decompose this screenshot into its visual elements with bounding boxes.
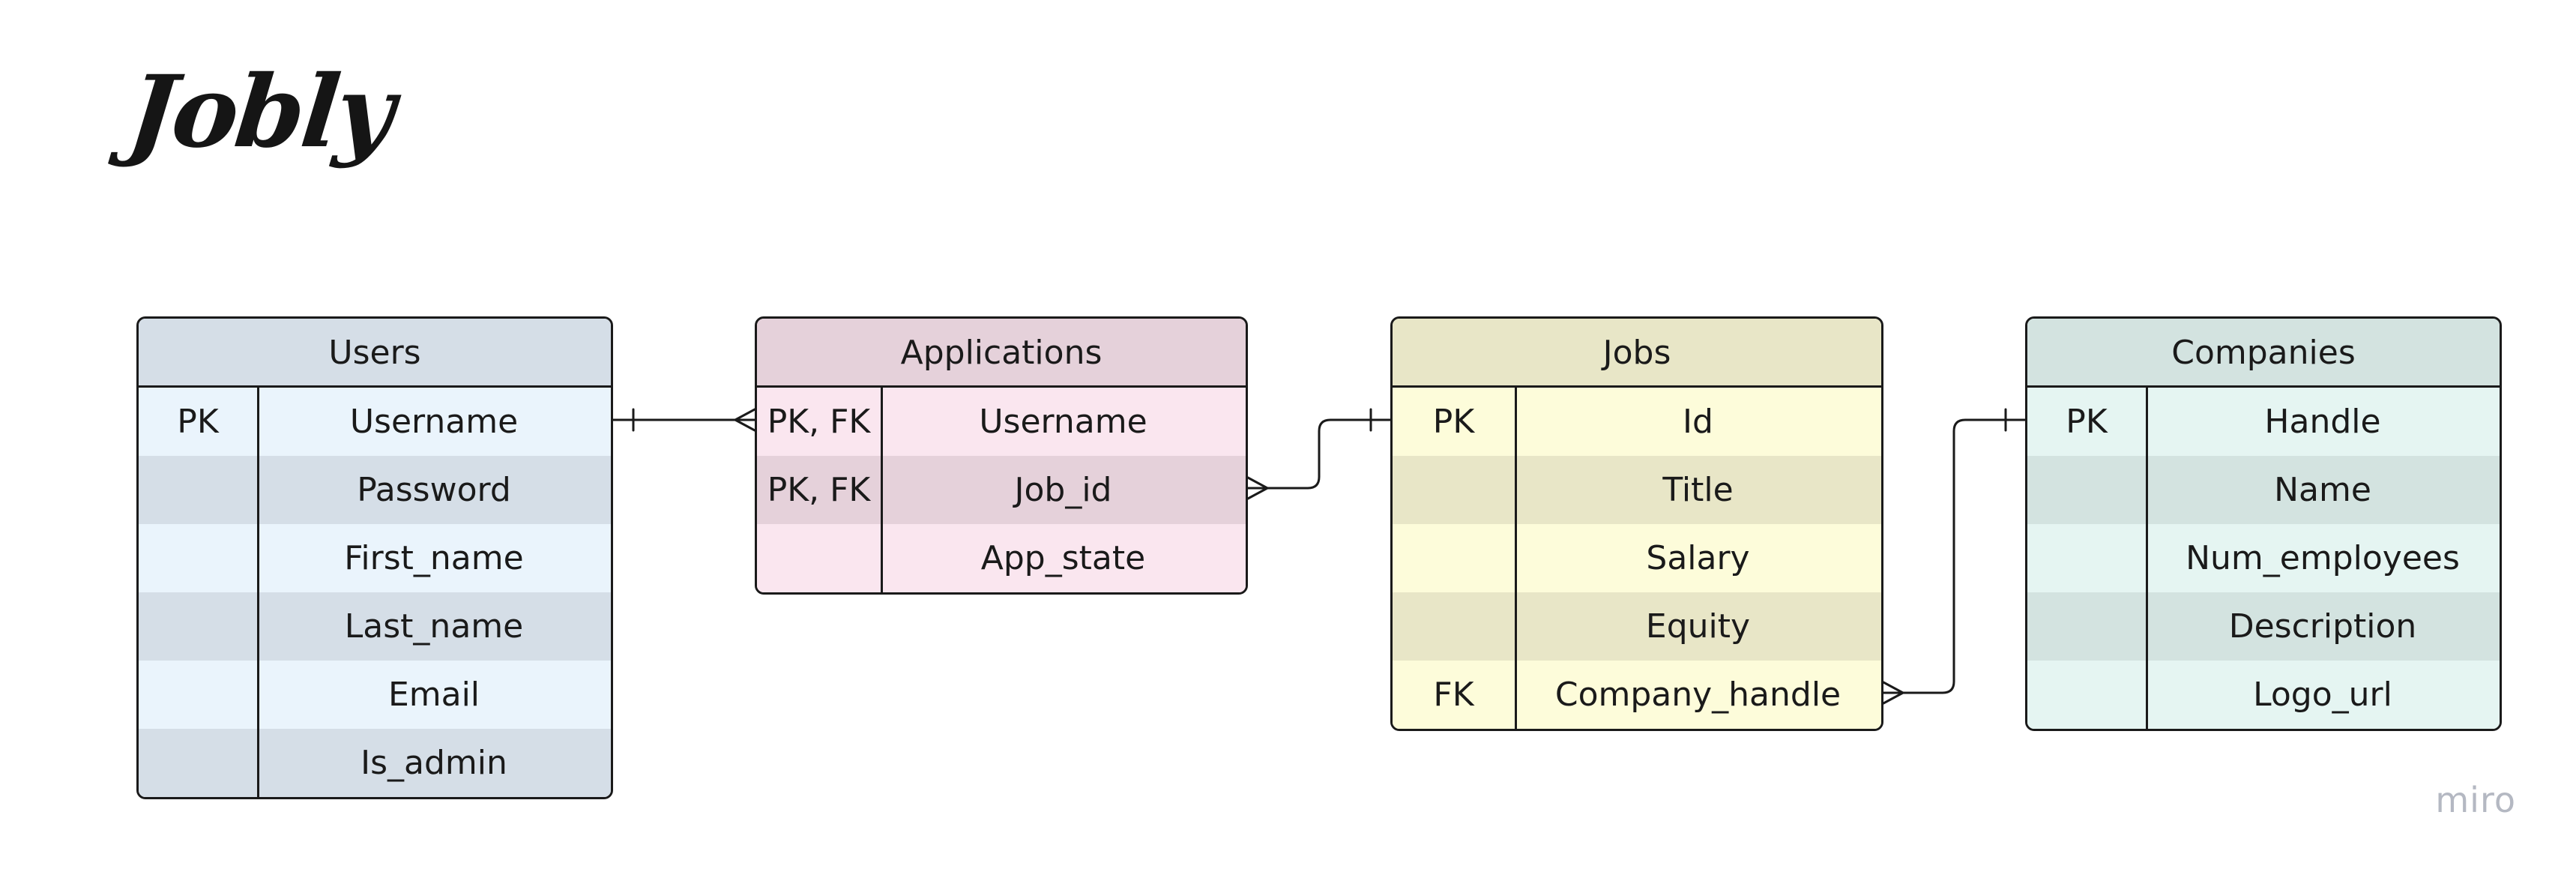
users-row-email[interactable]: Email	[139, 661, 611, 729]
applications-row-app-state[interactable]: App_state	[757, 524, 1246, 592]
key-cell: PK, FK	[767, 471, 871, 509]
connector-line	[1882, 418, 2027, 694]
companies-row-name[interactable]: Name	[2027, 456, 2500, 524]
companies-row-handle[interactable]: PK Handle	[2027, 388, 2500, 456]
applications-table-header: Applications	[757, 319, 1246, 388]
field-name: App_state	[980, 539, 1146, 577]
key-cell: PK	[1432, 403, 1475, 441]
crowfoot-marker	[734, 408, 756, 432]
crowfoot-marker	[1246, 476, 1269, 500]
companies-jobs-connector[interactable]	[1882, 408, 2027, 705]
key-cell: PK	[2066, 403, 2108, 441]
field-name: Job_id	[1014, 471, 1112, 509]
users-row-first-name[interactable]: First_name	[139, 524, 611, 592]
jobs-table-rows: PK Id Title Salary Equity FK Company_han…	[1393, 388, 1881, 729]
field-name: Logo_url	[2253, 676, 2392, 714]
jobs-applications-connector[interactable]	[1246, 408, 1392, 500]
users-row-is-admin[interactable]: Is_admin	[139, 729, 611, 797]
field-name: Last_name	[344, 607, 524, 646]
key-cell: PK	[177, 403, 219, 441]
column-divider	[881, 388, 883, 592]
companies-table-header: Companies	[2027, 319, 2500, 388]
users-table-header: Users	[139, 319, 611, 388]
connector-line	[1246, 418, 1392, 490]
field-name: Email	[387, 676, 480, 714]
jobs-row-title[interactable]: Title	[1393, 456, 1881, 524]
applications-row-username[interactable]: PK, FK Username	[757, 388, 1246, 456]
field-name: Password	[357, 471, 511, 509]
companies-table[interactable]: Companies PK Handle Name Num_employees D…	[2025, 316, 2502, 731]
column-divider	[1515, 388, 1517, 729]
field-name: Username	[979, 403, 1147, 441]
companies-table-rows: PK Handle Name Num_employees Description…	[2027, 388, 2500, 729]
field-name: Username	[349, 403, 519, 441]
users-row-last-name[interactable]: Last_name	[139, 592, 611, 661]
jobs-table[interactable]: Jobs PK Id Title Salary Equity FK Compan…	[1390, 316, 1883, 731]
users-applications-connector[interactable]	[612, 408, 756, 432]
field-name: Title	[1662, 471, 1734, 509]
field-name: Salary	[1646, 539, 1750, 577]
companies-row-description[interactable]: Description	[2027, 592, 2500, 661]
field-name: Name	[2274, 471, 2371, 509]
miro-watermark: miro	[2435, 780, 2516, 820]
jobs-row-company-handle[interactable]: FK Company_handle	[1393, 661, 1881, 729]
users-table[interactable]: Users PK Username Password First_name La…	[136, 316, 613, 799]
key-cell: PK, FK	[767, 403, 871, 441]
jobs-table-header: Jobs	[1393, 319, 1881, 388]
field-name: First_name	[344, 539, 524, 577]
users-row-password[interactable]: Password	[139, 456, 611, 524]
field-name: Description	[2228, 607, 2417, 646]
field-name: Num_employees	[2186, 539, 2460, 577]
jobs-row-salary[interactable]: Salary	[1393, 524, 1881, 592]
field-name: Company_handle	[1554, 676, 1841, 714]
companies-row-num-employees[interactable]: Num_employees	[2027, 524, 2500, 592]
field-name: Is_admin	[361, 744, 507, 782]
companies-row-logo-url[interactable]: Logo_url	[2027, 661, 2500, 729]
jobs-row-id[interactable]: PK Id	[1393, 388, 1881, 456]
users-row-username[interactable]: PK Username	[139, 388, 611, 456]
crowfoot-marker	[1882, 681, 1904, 705]
jobs-row-equity[interactable]: Equity	[1393, 592, 1881, 661]
applications-row-job-id[interactable]: PK, FK Job_id	[757, 456, 1246, 524]
field-name: Equity	[1645, 607, 1751, 646]
field-name: Handle	[2264, 403, 2381, 441]
column-divider	[257, 388, 259, 797]
users-table-rows: PK Username Password First_name Last_nam…	[139, 388, 611, 797]
field-name: Id	[1683, 403, 1713, 441]
column-divider	[2146, 388, 2148, 729]
applications-table-rows: PK, FK Username PK, FK Job_id App_state	[757, 388, 1246, 592]
applications-table[interactable]: Applications PK, FK Username PK, FK Job_…	[755, 316, 1248, 595]
key-cell: FK	[1433, 676, 1474, 714]
